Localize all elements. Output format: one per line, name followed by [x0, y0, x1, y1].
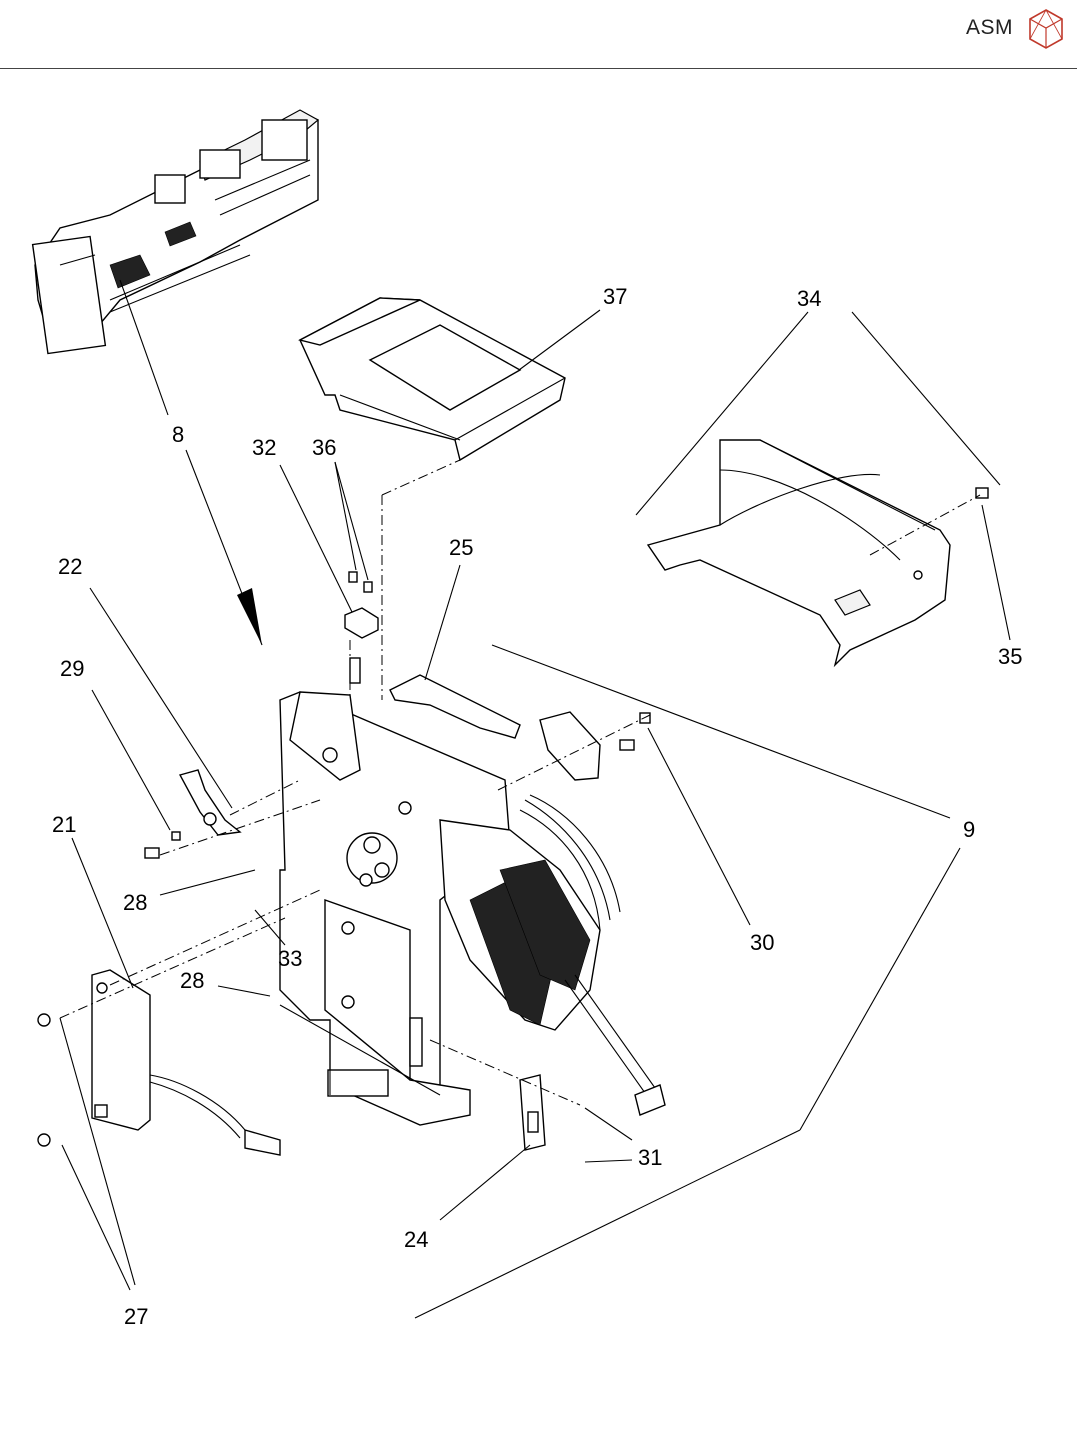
header-divider — [0, 68, 1077, 69]
callout-21: 21 — [52, 812, 76, 837]
callout-27: 27 — [124, 1304, 148, 1329]
callout-24: 24 — [404, 1227, 428, 1252]
part-34-outer-cover — [636, 312, 1000, 665]
callout-36: 36 — [312, 435, 336, 460]
callout-30: 30 — [750, 930, 774, 955]
callout-22: 22 — [58, 554, 82, 579]
page-header: ASM — [0, 0, 1077, 70]
part-37-cover-plate — [300, 298, 600, 460]
callout-31: 31 — [638, 1145, 662, 1170]
callout-34: 34 — [797, 286, 821, 311]
callout-28-upper: 28 — [123, 890, 147, 915]
feeder-overview-drawing — [33, 110, 318, 415]
exploded-parts-diagram: 8 9 21 22 24 25 27 28 28 29 30 31 32 33 … — [0, 70, 1077, 1449]
callout-25: 25 — [449, 535, 473, 560]
callout-33: 33 — [278, 946, 302, 971]
callout-29: 29 — [60, 656, 84, 681]
callout-9: 9 — [963, 817, 975, 842]
callout-28-lower: 28 — [180, 968, 204, 993]
asm-cube-logo-icon — [1027, 8, 1065, 50]
part-21-sensor-block — [38, 838, 280, 1155]
part-32-bracket — [280, 462, 378, 683]
part-22-lever — [90, 588, 240, 858]
part-35-screw — [976, 488, 1010, 640]
callout-32: 32 — [252, 435, 276, 460]
callout-35: 35 — [998, 644, 1022, 669]
part-25-guide — [390, 565, 520, 738]
brand-name: ASM — [966, 16, 1013, 40]
gear-drive-assembly — [440, 795, 665, 1115]
callout-37: 37 — [603, 284, 627, 309]
callout-8: 8 — [172, 422, 184, 447]
direction-arrow — [186, 450, 262, 645]
